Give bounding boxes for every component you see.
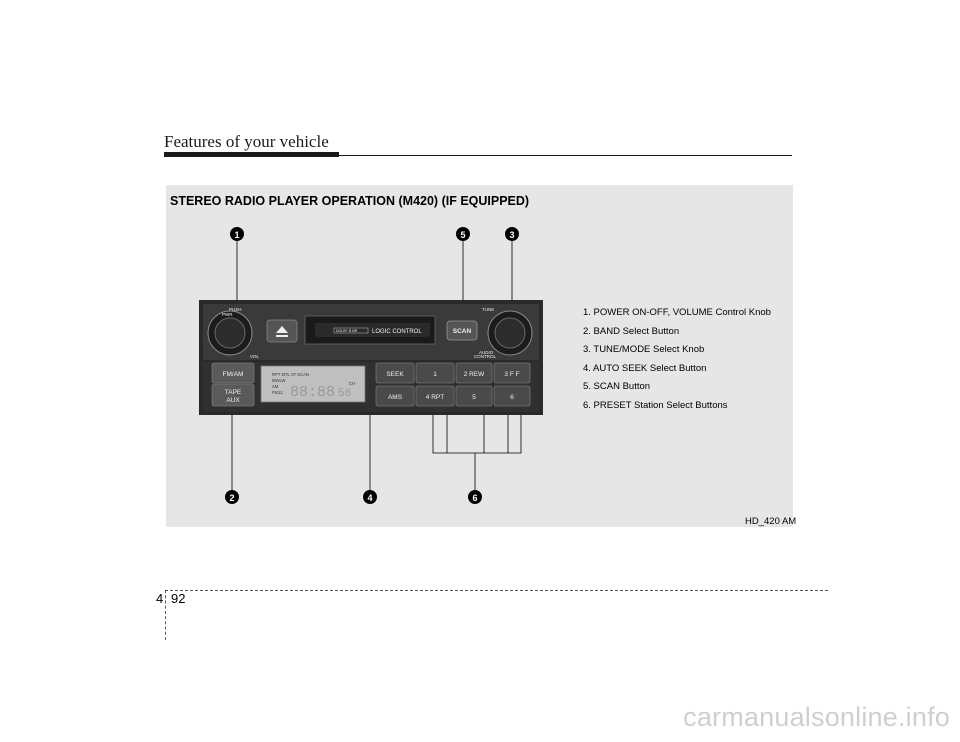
svg-text:1: 1: [433, 371, 437, 378]
svg-text:6: 6: [510, 394, 514, 401]
seek-down-button: [375, 385, 415, 407]
callout-6-marker: [468, 490, 482, 504]
seek-up-button: [375, 362, 415, 384]
callout-2-marker: [225, 490, 239, 504]
callout-1-marker: [230, 227, 244, 241]
callout-3-label: 3: [509, 230, 514, 240]
chapter-number: 4: [156, 591, 164, 606]
legend-list: 1. POWER ON-OFF, VOLUME Control Knob 2. …: [583, 307, 771, 419]
svg-text:CONTROL: CONTROL: [474, 354, 496, 359]
legend-item: 2. BAND Select Button: [583, 325, 680, 337]
callout-3-marker: [505, 227, 519, 241]
page-header-title: Features of your vehicle: [164, 132, 329, 151]
svg-text:AUX: AUX: [226, 397, 240, 404]
preset-6-button: [493, 385, 531, 407]
svg-text:3 F F: 3 F F: [504, 371, 519, 378]
svg-text:2 REW: 2 REW: [464, 371, 485, 378]
callout-5-marker: [456, 227, 470, 241]
svg-text:PWR: PWR: [222, 312, 233, 317]
footer-rule: [165, 590, 828, 591]
callout-4-label: 4: [367, 493, 372, 503]
preset-1-button: [415, 362, 455, 384]
svg-text:MWLW: MWLW: [272, 378, 285, 383]
svg-text:RPT MTL ST SCAN: RPT MTL ST SCAN: [272, 372, 309, 377]
section-title: STEREO RADIO PLAYER OPERATION (M420) (IF…: [170, 194, 530, 208]
svg-text:SEEK: SEEK: [386, 371, 404, 378]
svg-text:TAPE: TAPE: [225, 389, 242, 396]
legend-item: 6. PRESET Station Select Buttons: [583, 399, 728, 411]
legend-item: 3. TUNE/MODE Select Knob: [583, 344, 705, 356]
svg-text:5: 5: [472, 394, 476, 401]
svg-text:PUSH: PUSH: [229, 307, 242, 312]
page-number: 92: [171, 591, 186, 606]
svg-text:88:88: 88:88: [290, 384, 335, 401]
svg-text:TUNE: TUNE: [482, 307, 494, 312]
fm-am-button: [211, 362, 255, 384]
callout-2-label: 2: [229, 493, 234, 503]
figure-code: HD_420 AM: [745, 516, 797, 527]
preset-4-button: [415, 385, 455, 407]
footer-rule-vertical: [165, 590, 166, 640]
tape-aux-button: [211, 383, 255, 407]
callout-5-label: 5: [460, 230, 465, 240]
preset-2-button: [455, 362, 493, 384]
svg-text:FM/AM: FM/AM: [223, 371, 244, 378]
svg-text:CH: CH: [349, 381, 355, 386]
svg-text:LOGIC CONTROL: LOGIC CONTROL: [372, 329, 422, 335]
scan-button: [446, 320, 478, 341]
legend-item: 4. AUTO SEEK Select Button: [583, 362, 707, 374]
svg-text:58: 58: [338, 388, 351, 400]
svg-text:SCAN: SCAN: [453, 328, 472, 335]
preset-3-button: [493, 362, 531, 384]
svg-text:VOL: VOL: [250, 354, 260, 359]
svg-text:AM: AM: [272, 384, 279, 389]
svg-text:4 RPT: 4 RPT: [426, 394, 444, 401]
svg-text:AUDIO: AUDIO: [479, 350, 494, 355]
dolby-badge: [333, 327, 369, 334]
svg-text:DOLBY B NR: DOLBY B NR: [336, 329, 358, 333]
callout-4-marker: [363, 490, 377, 504]
callout-markers: 1 5 3 2 4 6: [225, 227, 519, 504]
svg-text:FM12: FM12: [272, 390, 283, 395]
legend-item: 1. POWER ON-OFF, VOLUME Control Knob: [583, 307, 771, 318]
header-rule-thick: [164, 152, 339, 157]
callout-6-label: 6: [472, 493, 477, 503]
svg-text:AMS: AMS: [388, 394, 403, 401]
eject-icon: [276, 326, 288, 333]
callout-1-label: 1: [234, 230, 239, 240]
preset-5-button: [455, 385, 493, 407]
header-rule: [164, 155, 792, 156]
watermark: carmanualsonline.info: [683, 702, 950, 732]
legend-item: 5. SCAN Button: [583, 381, 651, 393]
lcd-display: [260, 365, 366, 403]
